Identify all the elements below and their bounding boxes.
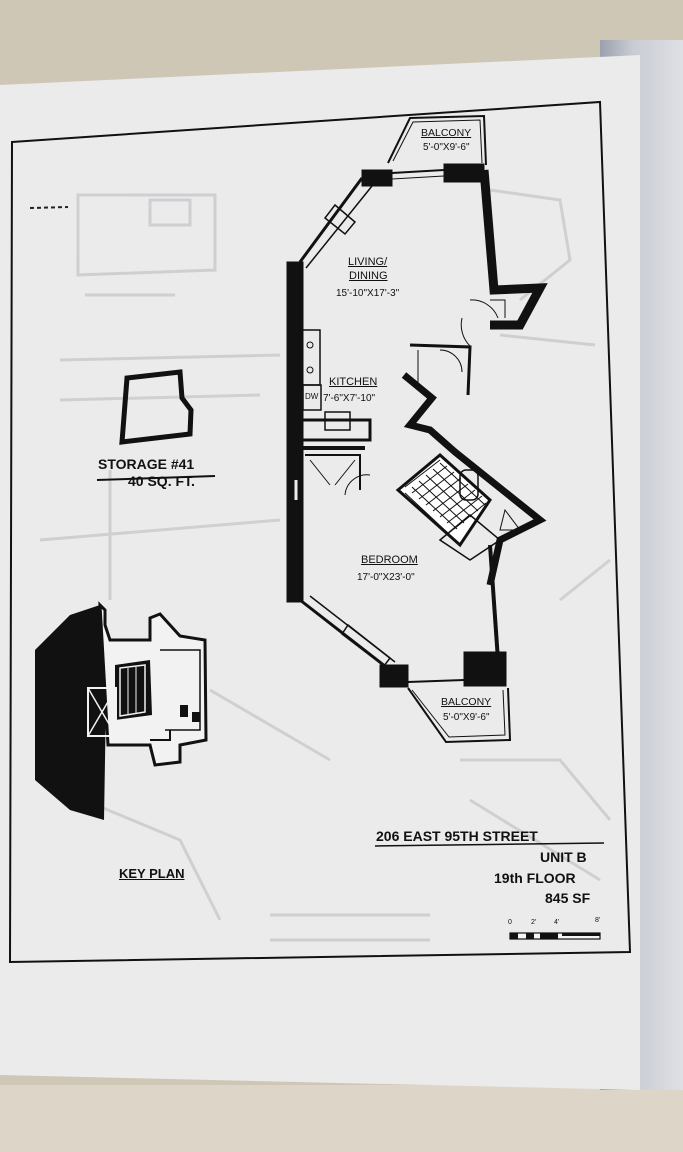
dishwasher-label: DW — [305, 392, 319, 401]
drawing-border — [8, 100, 632, 964]
storage-area: 40 SQ. FT. — [128, 473, 195, 489]
bedroom-label: BEDROOM — [361, 554, 418, 566]
scale-tick-0: 0 — [508, 919, 512, 926]
balcony-top-dimensions: 5'-0"X9'-6" — [423, 142, 470, 153]
balcony-bottom-dimensions: 5'-0"X9'-6" — [443, 712, 490, 723]
balcony-bottom-label: BALCONY — [441, 696, 492, 708]
storage-title: STORAGE #41 — [98, 456, 195, 472]
balcony-top-label: BALCONY — [421, 127, 472, 139]
scale-tick-8: 8' — [595, 917, 601, 924]
unit-plan — [286, 114, 548, 744]
living-label-line2: DINING — [349, 270, 388, 282]
scale-bar — [509, 932, 601, 940]
living-dimensions: 15'-10"X17'-3" — [336, 288, 400, 299]
storage-outline — [119, 369, 194, 445]
desk-surface — [0, 1085, 683, 1152]
unit-label: UNIT B — [540, 849, 587, 865]
floor-plan-sheet — [0, 55, 640, 1090]
key-plan-graphic — [35, 601, 208, 820]
area-label: 845 SF — [545, 890, 591, 906]
kitchen-label: KITCHEN — [329, 376, 378, 388]
kitchen-dimensions: 7'-6"X7'-10" — [323, 393, 376, 404]
living-label-line1: LIVING/ — [348, 256, 388, 268]
key-plan-label: KEY PLAN — [119, 866, 185, 881]
ghost-show-through — [39, 188, 612, 942]
address: 206 EAST 95TH STREET — [376, 828, 538, 844]
scale-tick-2: 2' — [531, 919, 537, 926]
bedroom-dimensions: 17'-0"X23'-0" — [357, 572, 415, 583]
scale-tick-4: 4' — [554, 919, 560, 926]
floor-label: 19th FLOOR — [494, 870, 576, 886]
